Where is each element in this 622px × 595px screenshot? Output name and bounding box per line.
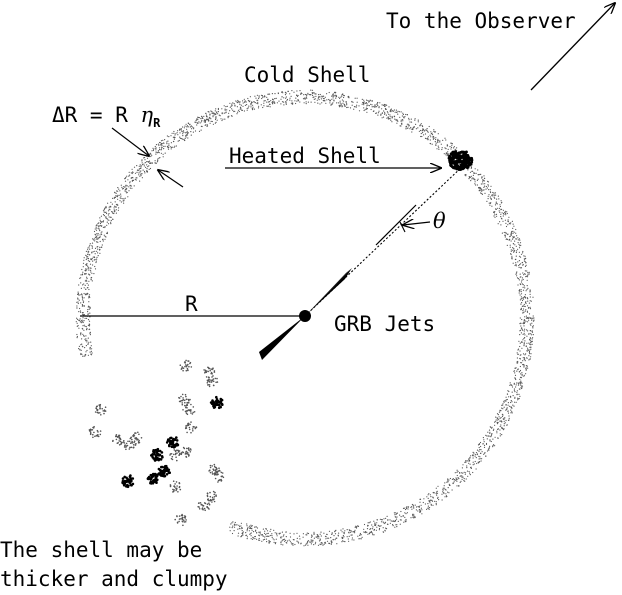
delta-r-text: ΔR = R <box>52 103 141 127</box>
cold-shell-label: Cold Shell <box>244 63 370 87</box>
shell-clumps <box>88 359 225 527</box>
central-engine-dot <box>299 310 311 322</box>
jets-label: GRB Jets <box>334 312 435 336</box>
observer-arrow <box>530 3 615 91</box>
jet-axis-tick <box>375 204 417 246</box>
heated-shell-label: Heated Shell <box>229 144 381 168</box>
radius-label: R <box>185 292 198 316</box>
observer-label: To the Observer <box>386 9 576 33</box>
eta-symbol: η <box>141 103 154 127</box>
clumpy-caption-line1: The shell may be <box>0 538 202 562</box>
theta-label: θ <box>433 209 446 233</box>
thickness-arrow-inner <box>158 170 184 188</box>
shell-thickness-label: ΔR = R ηR <box>52 103 161 130</box>
clumpy-caption-line2: thicker and clumpy <box>0 567 228 591</box>
theta-arrow <box>403 222 431 225</box>
cold-shell-ring <box>75 89 535 547</box>
thickness-arrow-outer <box>111 127 149 156</box>
eta-subscript: R <box>153 116 161 130</box>
grb-jets <box>258 268 352 360</box>
theta-bracket <box>399 221 406 233</box>
heated-shell-patch <box>447 150 474 171</box>
